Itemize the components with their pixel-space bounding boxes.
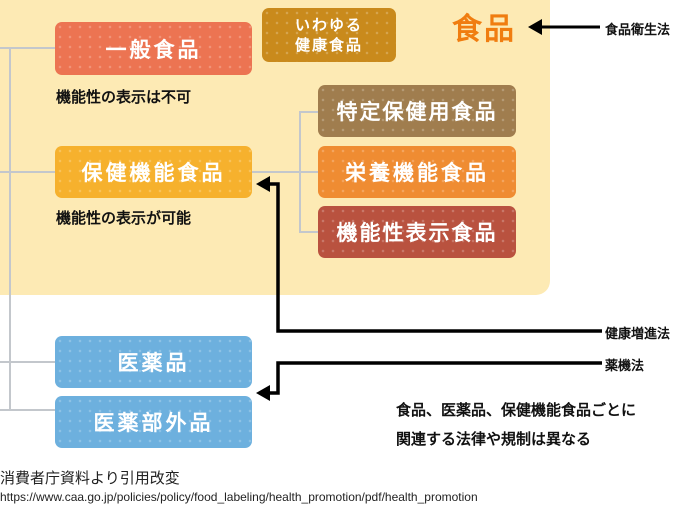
food-category-label: 食品: [452, 12, 516, 47]
fhc-label: 保健機能食品: [81, 161, 226, 185]
quasi-drug-label: 医薬部外品: [93, 411, 214, 435]
functional-labeled-food-box: 機能性表示食品: [318, 206, 516, 258]
connector-line: [0, 171, 56, 173]
claims-allowed-note: 機能性の表示が可能: [56, 209, 192, 227]
foshu-label: 特定保健用食品: [336, 100, 498, 124]
health-promotion-law-label: 健康増進法: [605, 327, 671, 342]
drug-label: 医薬品: [117, 351, 190, 375]
connector-line: [252, 171, 300, 173]
source-url: https://www.caa.go.jp/policies/policy/fo…: [0, 490, 478, 504]
drug-box: 医薬品: [55, 336, 252, 388]
so-called-label-line2: 健康食品: [294, 36, 363, 54]
quasi-drug-box: 医薬部外品: [55, 396, 252, 448]
connector-line: [9, 47, 11, 411]
connector-line: [0, 47, 56, 49]
claims-not-allowed-note: 機能性の表示は不可: [56, 88, 192, 106]
health-promotion-arrow: [256, 176, 602, 333]
summary-line-1: 食品、医薬品、保健機能食品ごとに: [396, 401, 637, 419]
fflc-label: 機能性表示食品: [336, 221, 498, 245]
connector-line: [299, 111, 319, 113]
so-called-label-line1: いわゆる: [294, 16, 363, 34]
pmd-act-arrow: [256, 361, 602, 401]
general-food-label: 一般食品: [105, 37, 202, 62]
food-with-health-claims-box: 保健機能食品: [55, 146, 252, 198]
nutrient-function-food-box: 栄養機能食品: [318, 146, 516, 198]
source-note: 消費者庁資料より引用改変: [0, 469, 180, 487]
connector-line: [0, 409, 56, 411]
connector-line: [299, 231, 319, 233]
fnfc-label: 栄養機能食品: [345, 161, 489, 185]
food-sanitation-arrow: [528, 19, 600, 35]
so-called-health-food-box: いわゆる 健康食品: [262, 8, 396, 62]
pmd-act-label: 薬機法: [605, 359, 645, 374]
food-sanitation-law-label: 食品衛生法: [605, 23, 671, 38]
connector-line: [299, 171, 319, 173]
general-food-box: 一般食品: [55, 22, 252, 75]
connector-line: [0, 361, 56, 363]
summary-line-2: 関連する法律や規制は異なる: [396, 430, 592, 448]
foshu-box: 特定保健用食品: [318, 85, 516, 137]
